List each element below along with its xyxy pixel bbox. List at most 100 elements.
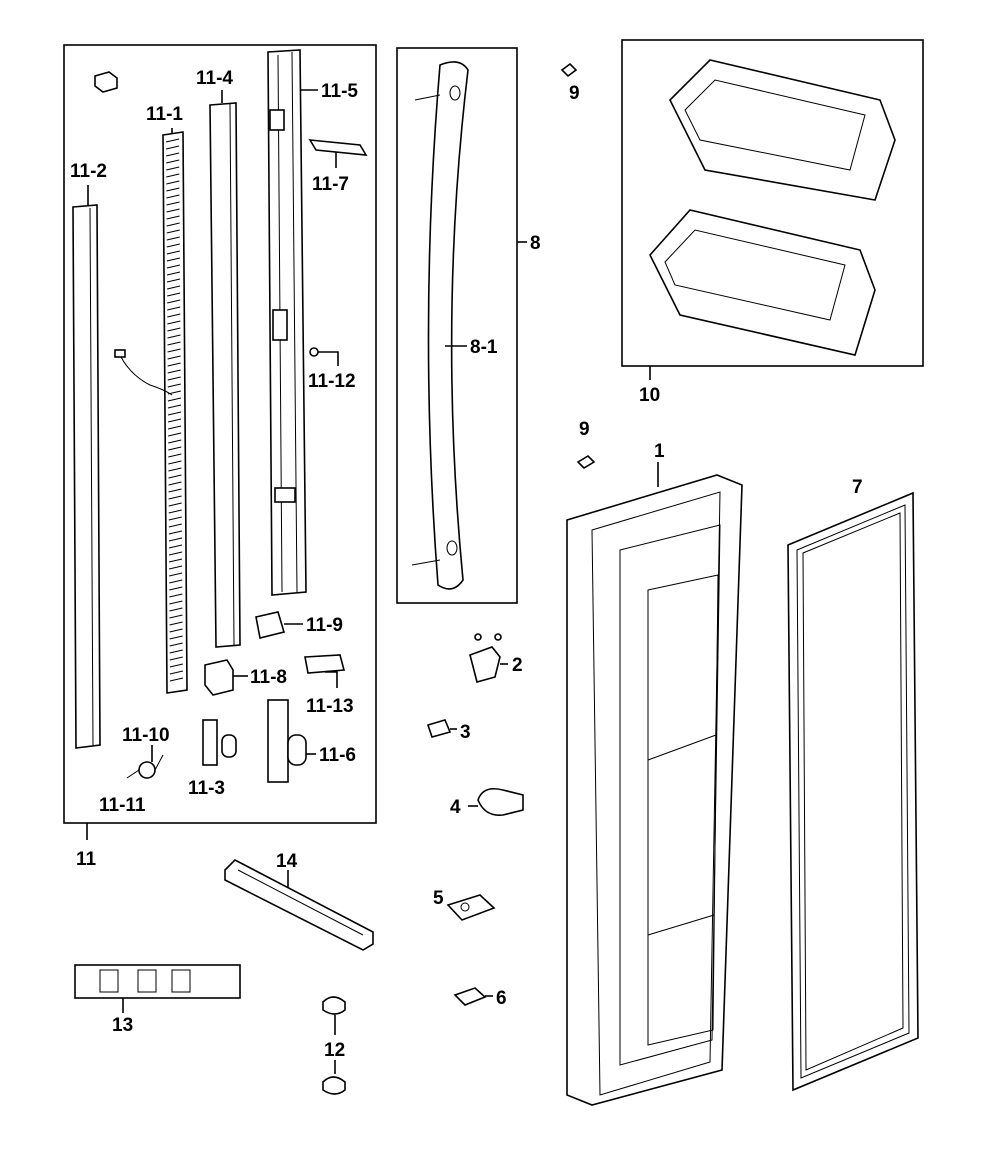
part-3-clip — [426, 719, 457, 738]
vent-slot — [167, 320, 181, 325]
vent-slot — [166, 201, 180, 206]
part-9-screw-top — [560, 62, 578, 78]
vent-slot — [167, 376, 181, 381]
vent-slot — [169, 635, 183, 640]
label-11-4: 11-4 — [196, 68, 233, 89]
vent-slot — [167, 383, 181, 388]
part-11-8-bracket — [204, 659, 248, 696]
vent-slot — [168, 446, 182, 451]
vent-slot — [168, 551, 183, 556]
vent-slot — [166, 271, 181, 276]
part-6-cap — [453, 987, 493, 1006]
part-7-door-gasket — [787, 491, 919, 1092]
vent-slot — [166, 215, 180, 220]
vent-slot — [165, 145, 180, 150]
label-3: 3 — [460, 722, 471, 743]
vent-slot — [169, 656, 183, 661]
label-5: 5 — [433, 888, 444, 909]
label-11-10: 11-10 — [122, 725, 170, 746]
vent-slot — [168, 481, 182, 486]
vent-slot — [167, 369, 181, 374]
vent-slot — [166, 236, 180, 241]
vent-slot — [169, 677, 184, 682]
vent-slot — [169, 600, 183, 605]
part-11-12-screw — [309, 347, 339, 366]
vent-slot — [166, 173, 180, 178]
vent-slot — [166, 187, 180, 192]
label-11-6: 11-6 — [319, 745, 356, 766]
part-1-door-liner — [566, 462, 743, 1106]
part-11-1-vent-panel — [114, 128, 188, 694]
vent-slot — [169, 607, 183, 612]
part-11-4-frame — [209, 90, 241, 648]
vent-slot — [166, 194, 180, 199]
part-11-5-frame — [267, 49, 318, 596]
vent-slot — [169, 614, 183, 619]
vent-slot — [167, 313, 181, 318]
vent-slot — [168, 523, 182, 528]
part-13-control-board — [74, 964, 241, 1013]
label-11-2: 11-2 — [70, 161, 107, 182]
part-11-13-switch — [304, 654, 346, 688]
part-2-bracket — [469, 633, 508, 683]
vent-slot — [166, 180, 180, 185]
vent-slot — [167, 299, 181, 304]
label-12: 12 — [324, 1040, 345, 1061]
label-11-13: 11-13 — [306, 696, 354, 717]
vent-slot — [166, 264, 181, 269]
vent-slot — [169, 670, 183, 675]
vent-slot — [169, 663, 183, 668]
vent-slot — [168, 530, 182, 535]
part-14-trim — [224, 859, 374, 951]
vent-slot — [167, 334, 181, 339]
label-11-9: 11-9 — [306, 615, 343, 636]
label-11-7: 11-7 — [312, 174, 349, 195]
vent-slot — [166, 222, 180, 227]
part-5-plate — [446, 894, 496, 921]
vent-slot — [166, 166, 180, 171]
vent-slot — [168, 467, 182, 472]
part-8-1-handle — [411, 61, 469, 590]
vent-slot — [167, 411, 182, 416]
vent-slot — [168, 474, 182, 479]
part-11-10-spring — [126, 745, 164, 779]
label-11: 11 — [76, 849, 97, 870]
label-11-8: 11-8 — [250, 667, 287, 688]
vent-slot — [166, 250, 180, 255]
vent-slot — [169, 628, 183, 633]
label-14: 14 — [276, 851, 298, 872]
end-cap — [94, 71, 118, 93]
vent-slot — [167, 327, 181, 332]
vent-slot — [168, 558, 183, 563]
vent-slot — [168, 425, 182, 430]
group-box-10 — [621, 39, 924, 367]
vent-slot — [169, 649, 183, 654]
vent-slot — [168, 502, 182, 507]
vent-slot — [168, 460, 182, 465]
vent-slot — [166, 278, 181, 283]
part-12-caps — [322, 996, 346, 1095]
vent-slot — [169, 621, 183, 626]
group-box-8 — [396, 47, 518, 604]
vent-slot — [166, 243, 180, 248]
vent-slot — [167, 306, 181, 311]
label-1: 1 — [654, 441, 665, 462]
label-2: 2 — [512, 655, 523, 676]
part-11-6-hinge — [267, 699, 316, 783]
vent-slot — [167, 397, 182, 402]
part-11-2-trim-strip — [72, 185, 101, 749]
label-8: 8 — [530, 233, 541, 254]
vent-slot — [169, 572, 183, 577]
vent-slot — [169, 586, 183, 591]
vent-slot — [166, 257, 181, 262]
vent-slot — [167, 341, 181, 346]
vent-slot — [168, 495, 182, 500]
label-7: 7 — [852, 477, 863, 498]
vent-slot — [166, 208, 180, 213]
label-13: 13 — [112, 1015, 133, 1036]
vent-slot — [169, 642, 183, 647]
vent-slot — [168, 488, 182, 493]
part-11-7-cover — [308, 139, 368, 168]
label-6: 6 — [496, 988, 507, 1009]
